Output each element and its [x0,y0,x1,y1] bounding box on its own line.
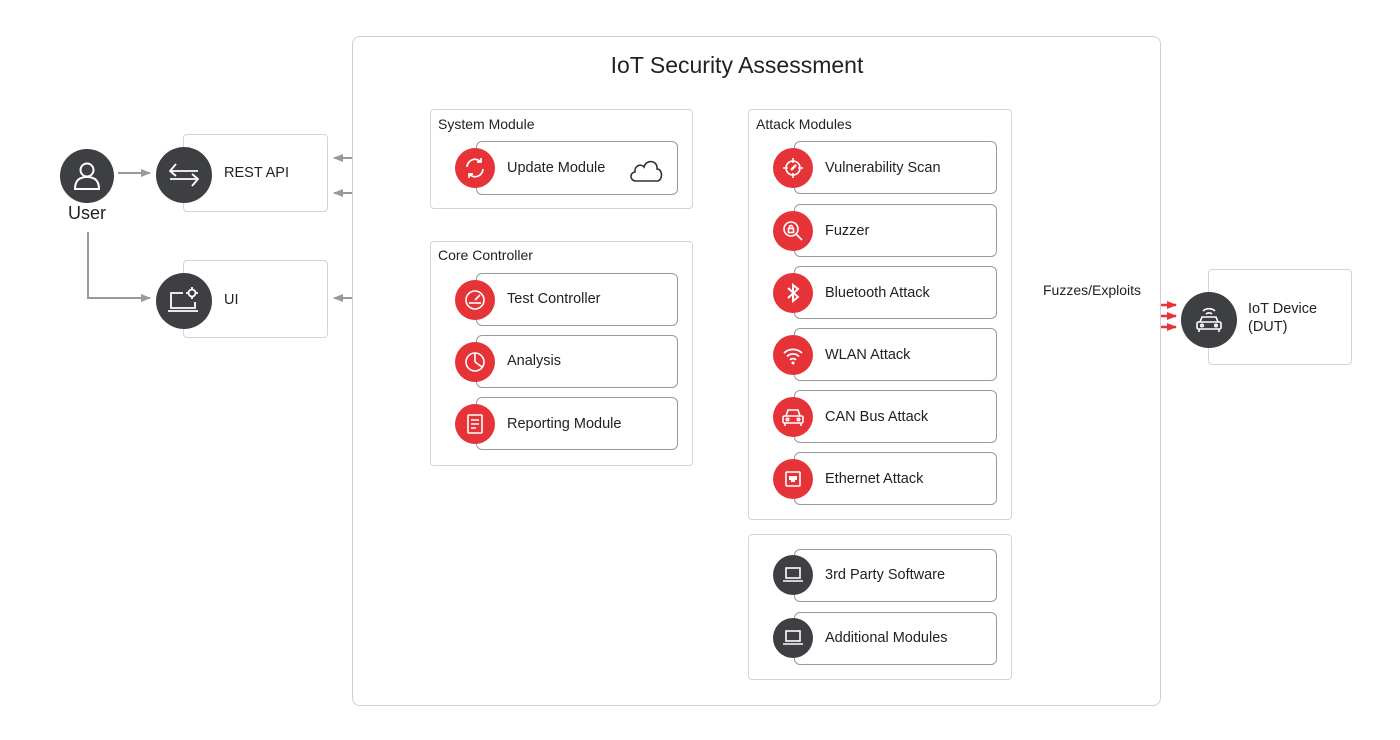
reporting-module-label: Reporting Module [507,416,622,432]
ethernet-port-icon [773,459,813,499]
document-icon [455,404,495,444]
vulnerability-scan-card[interactable] [794,141,997,194]
diagram-title: IoT Security Assessment [610,52,864,78]
test-controller-label: Test Controller [507,291,601,307]
iot-device-label: IoT Device [1248,301,1318,317]
iot-device-sublabel: (DUT) [1248,319,1288,335]
analysis-card[interactable] [476,335,678,388]
connector-user-to-ui [87,232,151,302]
ethernet-attack-label: Ethernet Attack [825,471,924,487]
crosshair-icon [773,148,813,188]
fuzzer-label: Fuzzer [825,223,870,239]
wifi-icon [773,335,813,375]
attack-modules-title: Attack Modules [756,116,852,132]
wlan-attack-label: WLAN Attack [825,347,911,363]
laptop-gear-icon [156,273,212,329]
core-controller-title: Core Controller [438,247,533,263]
third-party-software-label: 3rd Party Software [825,567,946,583]
fuzzes-exploits-label: Fuzzes/Exploits [1043,282,1142,298]
cloud-icon [630,160,663,182]
ui-label: UI [224,292,239,308]
wlan-attack-card[interactable] [794,328,997,381]
car-icon [773,397,813,437]
laptop-icon [773,618,813,658]
gauge-icon [455,280,495,320]
update-module-label: Update Module [507,160,606,176]
ethernet-attack-card[interactable] [794,452,997,505]
pie-chart-icon [455,342,495,382]
test-controller-card[interactable] [476,273,678,326]
bluetooth-attack-card[interactable] [794,266,997,319]
user-icon [60,149,114,203]
user-label: User [67,203,106,223]
fuzzer-card[interactable] [794,204,997,257]
additional-modules-label: Additional Modules [825,630,948,646]
vulnerability-scan-label: Vulnerability Scan [825,160,941,176]
exchange-arrows-icon [156,147,212,203]
bluetooth-icon [773,273,813,313]
analysis-label: Analysis [507,353,561,369]
magnifier-lock-icon [773,211,813,251]
can-bus-attack-label: CAN Bus Attack [825,409,929,425]
system-module-title: System Module [438,116,535,132]
third-party-software-card[interactable] [794,549,997,602]
update-module-card[interactable] [476,141,678,195]
refresh-icon [455,148,495,188]
reporting-module-card[interactable] [476,397,678,450]
bluetooth-attack-label: Bluetooth Attack [825,285,930,301]
rest-api-label: REST API [224,165,290,181]
laptop-icon [773,555,813,595]
connected-car-icon [1181,292,1237,348]
additional-modules-card[interactable] [794,612,997,665]
